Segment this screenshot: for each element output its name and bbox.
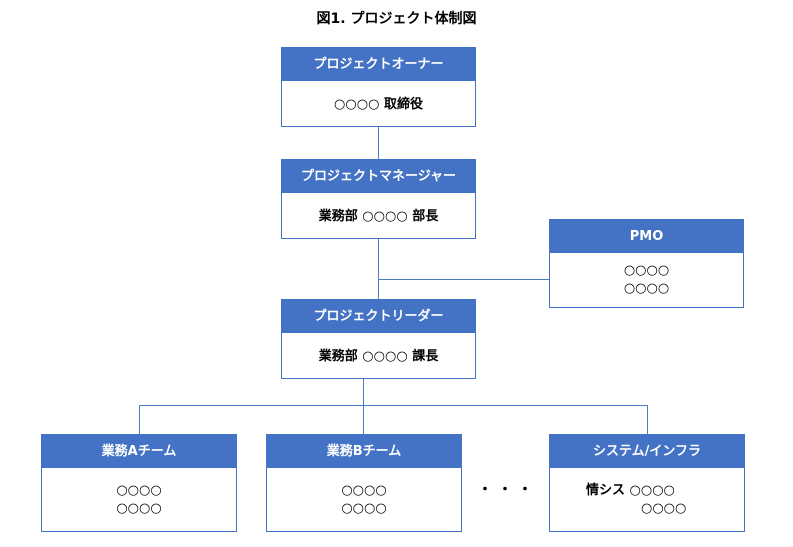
node-pmo-title: PMO <box>550 220 743 253</box>
diagram-title: 図1. プロジェクト体制図 <box>316 11 477 27</box>
node-project-leader: プロジェクトリーダー 業務部 ○○○○ 課長 <box>281 299 476 379</box>
connector-team-b <box>363 405 364 435</box>
node-team-a: 業務Aチーム ○○○○ ○○○○ <box>41 434 237 532</box>
node-line: 業務部 ○○○○ 課長 <box>318 349 439 364</box>
node-line: ○○○○ 取締役 <box>334 97 423 112</box>
node-team-b: 業務Bチーム ○○○○ ○○○○ <box>266 434 462 532</box>
connector-team-a <box>139 405 140 435</box>
node-pmo: PMO ○○○○ ○○○○ <box>549 219 744 308</box>
node-project-manager-body: 業務部 ○○○○ 部長 <box>282 193 475 224</box>
node-project-leader-body: 業務部 ○○○○ 課長 <box>282 333 475 364</box>
node-project-manager: プロジェクトマネージャー 業務部 ○○○○ 部長 <box>281 159 476 239</box>
node-line: 情シス ○○○○ <box>586 483 675 498</box>
node-system-infra-title: システム/インフラ <box>550 435 744 468</box>
connector-owner-manager <box>378 126 379 160</box>
node-project-owner-title: プロジェクトオーナー <box>282 48 475 81</box>
node-line: ○○○○ <box>341 483 387 498</box>
node-system-infra-body: 情シス ○○○○ ○○○○ <box>550 468 744 518</box>
node-team-a-title: 業務Aチーム <box>42 435 236 468</box>
connector-manager-leader <box>378 238 379 300</box>
connector-leader-bus <box>363 378 364 405</box>
connector-team-bus <box>139 405 648 406</box>
node-system-infra: システム/インフラ 情シス ○○○○ ○○○○ <box>549 434 745 532</box>
connector-pmo <box>378 279 550 280</box>
node-project-leader-title: プロジェクトリーダー <box>282 300 475 333</box>
node-line: ○○○○ <box>341 501 387 516</box>
node-line: ○○○○ <box>623 281 670 296</box>
node-line: ○○○○ <box>623 263 670 278</box>
ellipsis: ・・・ <box>478 482 538 498</box>
node-team-b-title: 業務Bチーム <box>267 435 461 468</box>
node-project-manager-title: プロジェクトマネージャー <box>282 160 475 193</box>
node-project-owner: プロジェクトオーナー ○○○○ 取締役 <box>281 47 476 127</box>
node-pmo-body: ○○○○ ○○○○ <box>550 253 743 298</box>
node-line: ○○○○ <box>641 501 687 516</box>
node-project-owner-body: ○○○○ 取締役 <box>282 81 475 112</box>
node-line: ○○○○ <box>116 483 162 498</box>
node-team-a-body: ○○○○ ○○○○ <box>42 468 236 518</box>
connector-system <box>647 405 648 435</box>
node-line: 業務部 ○○○○ 部長 <box>318 209 439 224</box>
node-team-b-body: ○○○○ ○○○○ <box>267 468 461 518</box>
node-line: ○○○○ <box>116 501 162 516</box>
